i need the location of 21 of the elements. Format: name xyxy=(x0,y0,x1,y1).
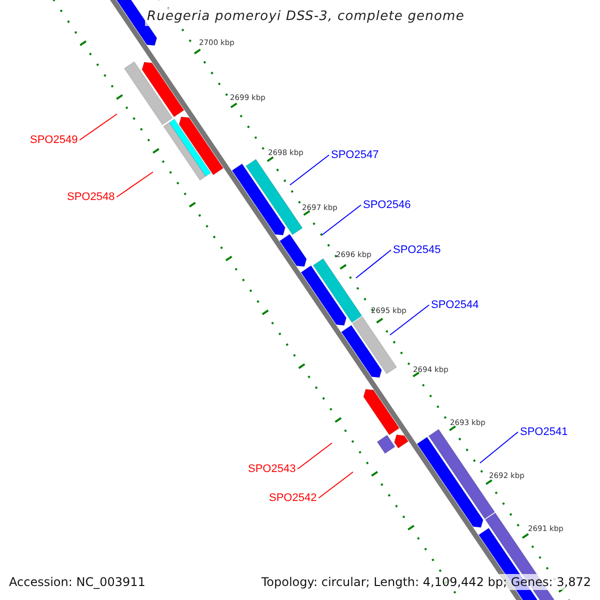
gene-label: SPO2546 xyxy=(363,198,411,212)
gene-label: SPO2543 xyxy=(248,462,296,476)
accession-text: Accession: NC_003911 xyxy=(9,574,146,590)
gene-label: SPO2541 xyxy=(520,425,568,439)
title-text: Ruegeria pomeroyi DSS-3, complete genome xyxy=(145,8,466,26)
leader-line xyxy=(290,154,330,186)
leader-line xyxy=(318,472,354,498)
gene-label: SPO2547 xyxy=(331,148,379,162)
gene-label: SPO2544 xyxy=(431,298,479,312)
gene-label: SPO2548 xyxy=(67,190,115,204)
leader-line xyxy=(116,172,154,198)
gene-label: SPO2545 xyxy=(393,243,441,257)
leader-line xyxy=(390,304,430,336)
leader-line xyxy=(356,250,392,278)
leader-line xyxy=(322,204,362,236)
leader-line xyxy=(297,442,332,470)
genome-info-text: Topology: circular; Length: 4,109,442 bp; Genes: 3,872 xyxy=(261,574,591,590)
gene-label: SPO2549 xyxy=(30,133,78,147)
gene-label: SPO2542 xyxy=(269,491,317,505)
leader-line xyxy=(79,114,118,140)
leader-line xyxy=(480,432,518,464)
